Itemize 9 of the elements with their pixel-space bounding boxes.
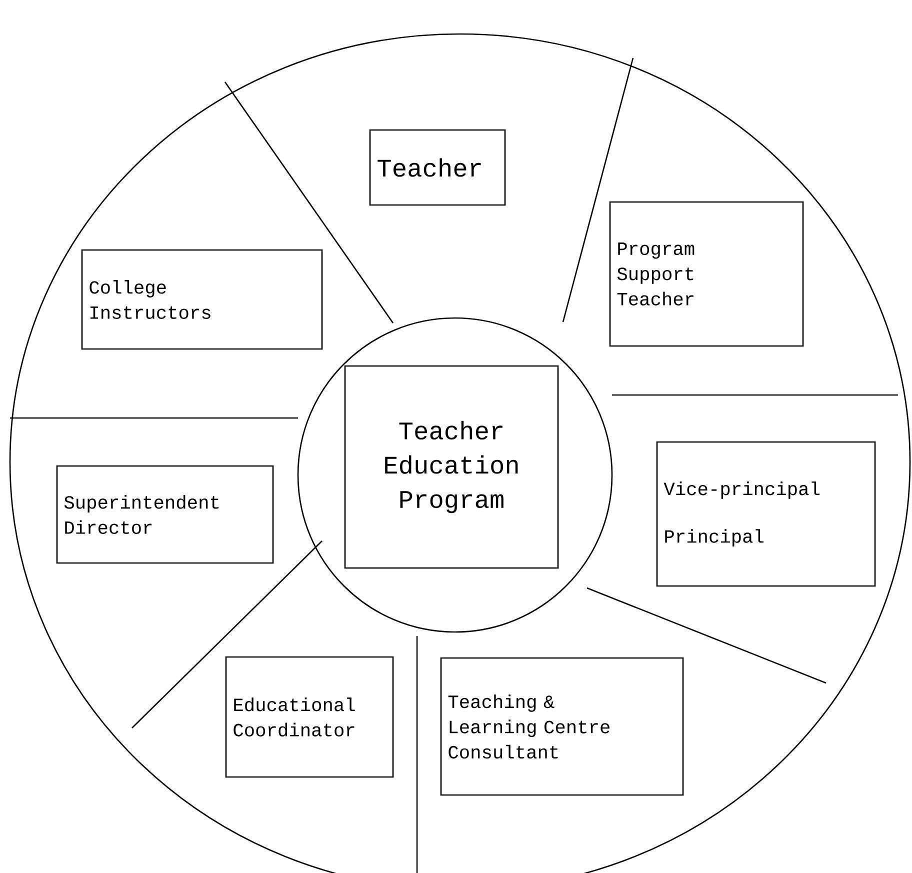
role-box: Educational Coordinator <box>225 656 394 778</box>
role-box: Teacher <box>369 129 506 206</box>
role-box: College Instructors <box>81 249 323 350</box>
center-box: Teacher Education Program <box>344 365 559 569</box>
role-box: Superintendent Director <box>56 465 274 564</box>
role-box: Vice-principal Principal <box>656 441 876 587</box>
role-box: Program Support Teacher <box>609 201 804 347</box>
inner-circle <box>297 317 613 633</box>
role-box: Teaching & Learning Centre Consultant <box>440 657 684 796</box>
